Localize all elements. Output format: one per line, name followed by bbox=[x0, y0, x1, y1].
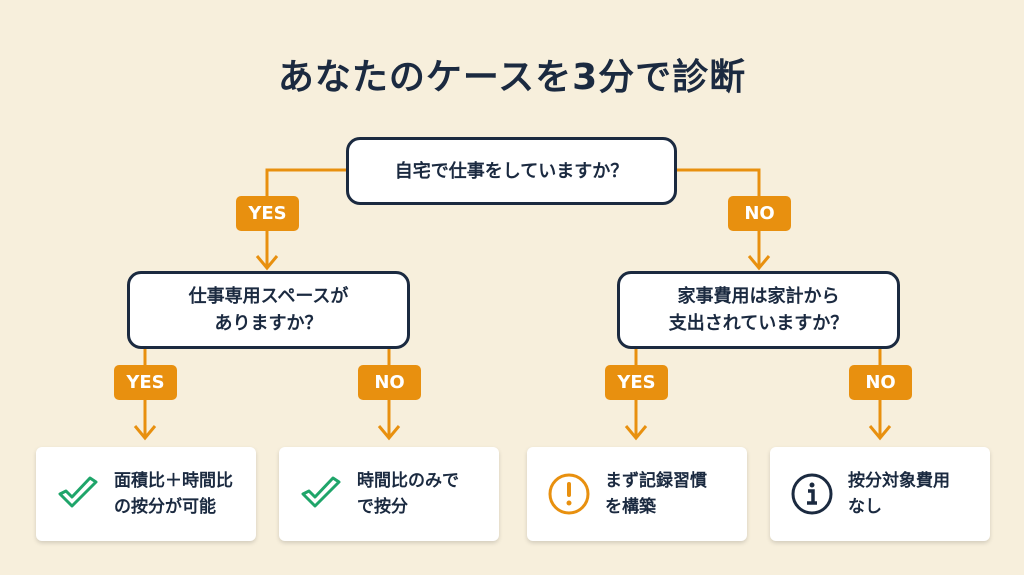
connector-root-right bbox=[677, 168, 761, 268]
arrowhead bbox=[377, 425, 401, 441]
root-question-box: 自宅で仕事をしていますか？ bbox=[346, 137, 677, 205]
no-label: NO bbox=[849, 365, 912, 400]
arrowhead bbox=[868, 425, 892, 441]
yes-label: YES bbox=[114, 365, 177, 400]
no-label: NO bbox=[728, 196, 791, 231]
left-question-text: 仕事専用スペースが ありますか？ bbox=[188, 286, 349, 334]
result-text: 按分対象費用 なし bbox=[848, 471, 950, 517]
connector-root-left bbox=[265, 168, 346, 268]
no-label: NO bbox=[358, 365, 421, 400]
result-card: 面積比＋時間比 の按分が可能 bbox=[36, 447, 256, 541]
check-icon bbox=[301, 476, 341, 508]
left-question-box: 仕事専用スペースが ありますか？ bbox=[127, 271, 410, 349]
yes-label: YES bbox=[236, 196, 299, 231]
right-question-text: 家事費用は家計から 支出されていますか？ bbox=[668, 286, 849, 334]
result-card: 按分対象費用 なし bbox=[770, 447, 990, 541]
result-card: まず記録習慣 を構築 bbox=[527, 447, 747, 541]
yes-label: YES bbox=[605, 365, 668, 400]
check-icon bbox=[58, 476, 98, 508]
exclamation-circle-icon bbox=[548, 473, 590, 515]
result-text: まず記録習慣 を構築 bbox=[605, 471, 707, 517]
result-text: 時間比のみで で按分 bbox=[357, 471, 459, 517]
result-text: 面積比＋時間比 の按分が可能 bbox=[114, 471, 233, 517]
arrowhead bbox=[255, 255, 279, 271]
result-card: 時間比のみで で按分 bbox=[279, 447, 499, 541]
right-question-box: 家事費用は家計から 支出されていますか？ bbox=[617, 271, 900, 349]
arrowhead bbox=[747, 255, 771, 271]
arrowhead bbox=[133, 425, 157, 441]
page-title: あなたのケースを3分で診断 bbox=[277, 57, 747, 98]
info-circle-icon bbox=[791, 473, 833, 515]
arrowhead bbox=[624, 425, 648, 441]
root-question-text: 自宅で仕事をしていますか？ bbox=[394, 160, 629, 182]
